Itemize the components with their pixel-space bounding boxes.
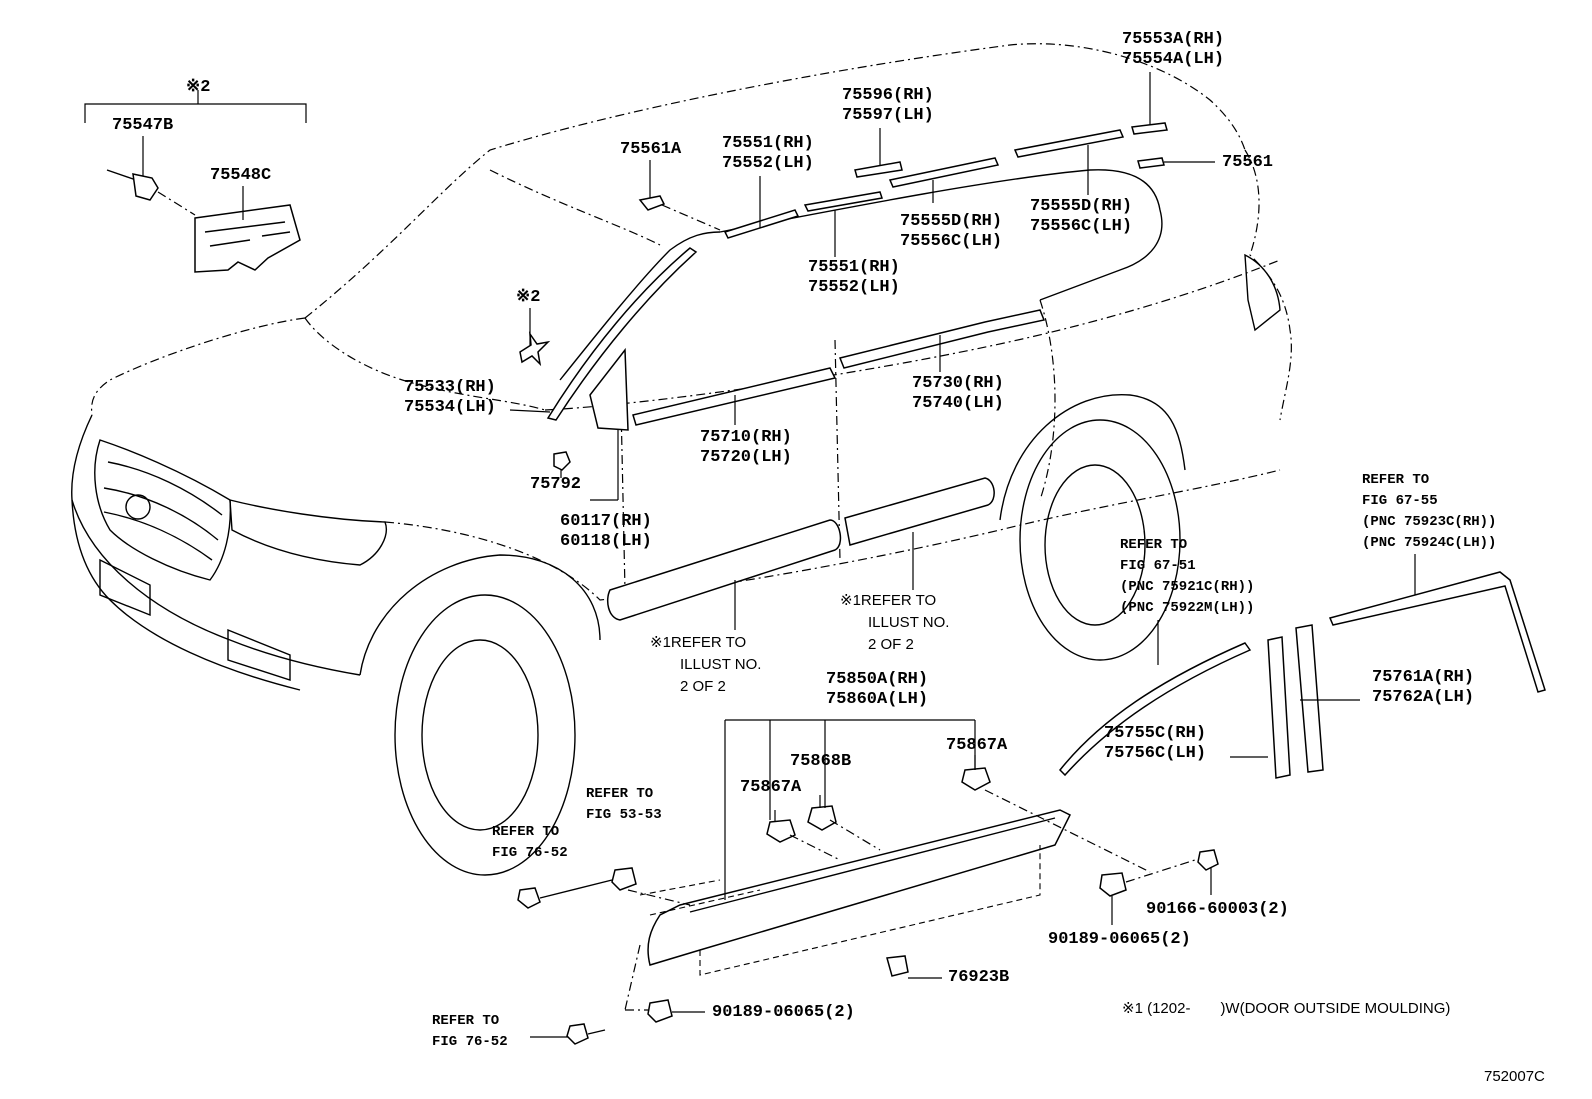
label-star2: ※2	[516, 288, 541, 307]
label-75561: 75561	[1222, 153, 1274, 172]
label-75867A-left: 75867A	[740, 778, 802, 797]
group-mark-2: ※2	[186, 78, 211, 97]
label-75761A: 75761A(RH)75762A(LH)	[1372, 668, 1475, 707]
label-90166-60003: 90166-60003(2)	[1146, 900, 1289, 919]
label-75555D-mid: 75555D(RH)75556C(LH)	[900, 212, 1003, 251]
footnote: ※1 (1202- )W(DOOR OUTSIDE MOULDING)	[1122, 1000, 1451, 1017]
label-75596: 75596(RH)75597(LH)	[842, 86, 934, 125]
label-75551-mid: 75551(RH)75552(LH)	[808, 258, 900, 297]
label-75561A: 75561A	[620, 140, 682, 159]
vehicle-body-outline	[71, 43, 1292, 876]
label-60117: 60117(RH)60118(LH)	[560, 512, 652, 551]
label-75555D-right: 75555D(RH)75556C(LH)	[1030, 197, 1133, 236]
label-75868B: 75868B	[790, 752, 852, 771]
label-75792: 75792	[530, 475, 582, 494]
label-75547B: 75547B	[112, 116, 174, 135]
label-90189-06065-bottom: 90189-06065(2)	[712, 1003, 855, 1022]
label-75533: 75533(RH)75534(LH)	[404, 378, 496, 417]
label-75553A: 75553A(RH)75554A(LH)	[1122, 30, 1225, 69]
label-90189-06065-right: 90189-06065(2)	[1048, 930, 1191, 949]
label-75850A: 75850A(RH)75860A(LH)	[826, 670, 929, 709]
diagram-code: 752007C	[1484, 1068, 1545, 1085]
label-75867A-right: 75867A	[946, 736, 1008, 755]
label-75710: 75710(RH)75720(LH)	[700, 428, 792, 467]
label-75548C: 75548C	[210, 166, 272, 185]
label-76923B: 76923B	[948, 968, 1010, 987]
label-75551-top: 75551(RH)75552(LH)	[722, 134, 814, 173]
label-75730: 75730(RH)75740(LH)	[912, 374, 1004, 413]
parts-outlines	[106, 122, 1546, 1045]
leader-lines	[84, 72, 1416, 1038]
label-75755C: 75755C(RH)75756C(LH)	[1104, 724, 1207, 763]
